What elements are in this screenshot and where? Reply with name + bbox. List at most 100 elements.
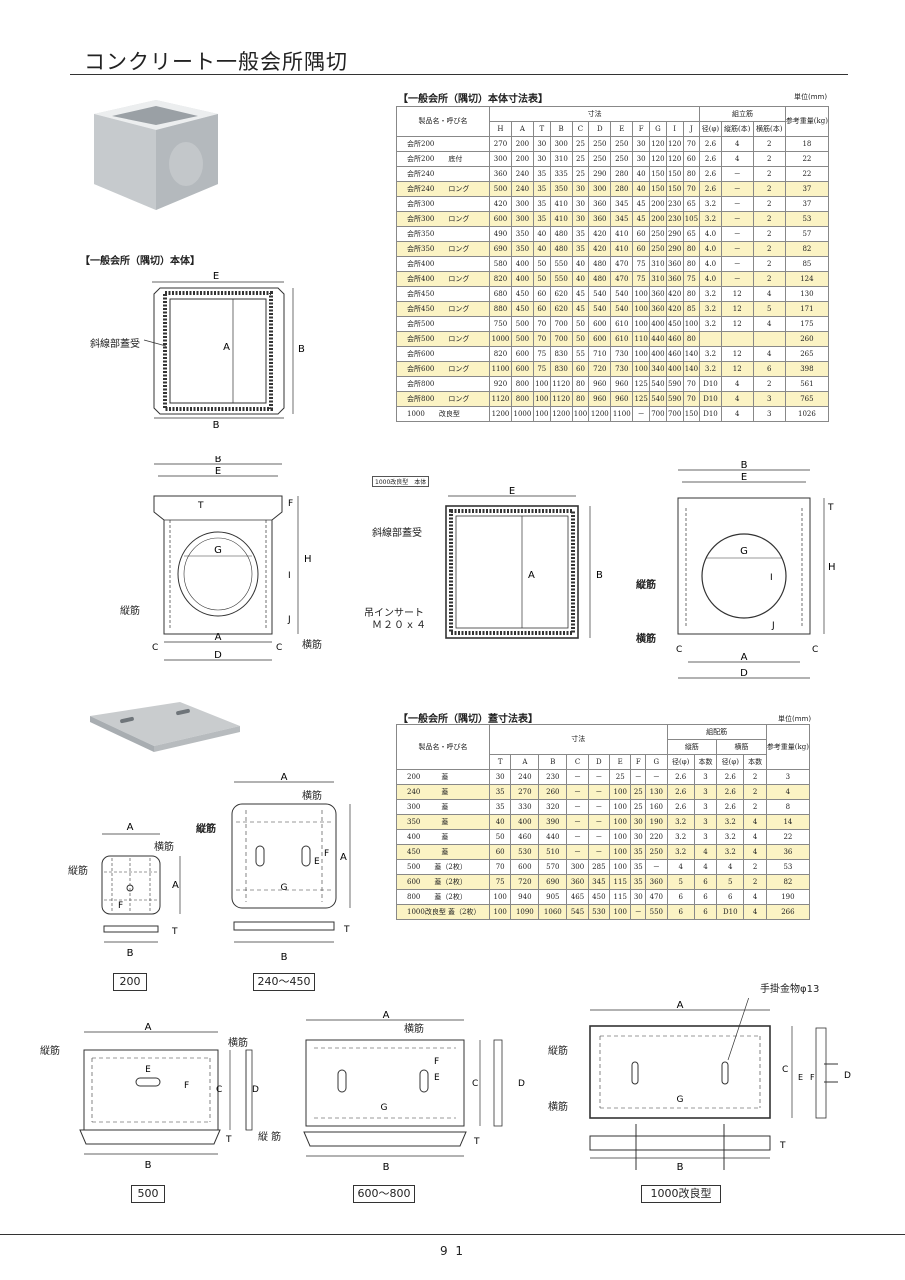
table-cell: 2 [752, 136, 786, 152]
table-cell: 440 [538, 829, 568, 845]
dim-A-improved: A [528, 570, 535, 581]
row-name: 240 蓋 [396, 784, 490, 800]
table-cell: 460 [665, 346, 684, 362]
lid240-dim-B: B [281, 952, 288, 963]
table-cell: 300 [588, 181, 612, 197]
table-cell: 30 [571, 181, 590, 197]
lid1000-dim-D: D [844, 1071, 851, 1081]
lid600-dim-E: E [434, 1073, 440, 1083]
table-cell: 4 [720, 376, 754, 392]
table-cell: 190 [645, 814, 668, 830]
table-cell: 80 [571, 391, 590, 407]
table-cell: 250 [588, 151, 612, 167]
table-cell: 40 [632, 181, 651, 197]
table-cell: 80 [682, 166, 701, 182]
table-cell: 110 [632, 331, 651, 347]
lid500-dim-B: B [145, 1160, 152, 1171]
table-cell: 115 [609, 874, 632, 890]
table-cell: 220 [645, 829, 668, 845]
table-cell: 35 [488, 799, 512, 815]
table-cell: 1200 [489, 406, 512, 422]
table-cell: 400 [510, 271, 534, 287]
col-header-rebar: 組立筋 [699, 106, 786, 122]
table-cell: 50 [488, 829, 512, 845]
table-cell: 35 [488, 784, 512, 800]
row-name: 会所240 ロング [396, 181, 490, 197]
dim-B-top: B [215, 456, 222, 465]
table-cell: － [566, 814, 589, 830]
table-cell: － [645, 859, 668, 875]
table-cell: 1100 [489, 361, 512, 377]
table-cell: 3.2 [666, 814, 695, 830]
row-name: 会所400 ロング [396, 271, 490, 287]
dim-D-bottom: D [214, 650, 222, 661]
table-cell: － [720, 181, 754, 197]
lid1000-dim-T: T [779, 1141, 786, 1151]
table-cell: 4 [765, 784, 811, 800]
body-plan-drawing: E A B B [143, 271, 305, 428]
dim-H-imp: H [828, 562, 836, 573]
table-cell: 530 [510, 844, 540, 860]
table-cell: 1000 [489, 331, 512, 347]
dim-B-imp-elev: B [741, 460, 748, 471]
table-cell: 335 [549, 166, 573, 182]
lid500-dim-T: T [225, 1135, 232, 1145]
table-cell: 40 [532, 226, 551, 242]
table-cell: 230 [665, 196, 684, 212]
table-cell: 55 [571, 346, 590, 362]
title-rule [70, 74, 848, 75]
table-cell: 171 [784, 301, 830, 317]
table-cell: 100 [488, 904, 512, 920]
table-cell: 100 [609, 829, 632, 845]
table-cell: 390 [538, 814, 568, 830]
table-cell: 12 [720, 346, 754, 362]
table-cell: － [630, 769, 647, 785]
table-cell: 550 [549, 271, 573, 287]
table-cell: － [587, 799, 611, 815]
lid-col-header-weight: 参考重量(kg) [765, 724, 811, 770]
lid-500-drawing: A E F C D T B [79, 1022, 259, 1171]
table-cell: 450 [587, 889, 611, 905]
table-cell: 330 [510, 799, 540, 815]
table-cell: 35 [532, 181, 551, 197]
table-cell: 45 [571, 286, 590, 302]
table-cell: 3.2 [699, 301, 722, 317]
table-cell: 260 [538, 784, 568, 800]
table-cell: 4.0 [699, 271, 722, 287]
row-name: 200 蓋 [396, 769, 490, 785]
table-cell: － [566, 799, 589, 815]
lid240-dim-A: A [281, 772, 288, 783]
table-cell [720, 331, 754, 347]
table-cell: 500 [489, 181, 512, 197]
row-name: 1000改良型 蓋（2枚） [396, 904, 490, 920]
improved-type-tag: 1000改良型 本体 [372, 476, 430, 487]
table-cell: 480 [588, 271, 612, 287]
dim-F: F [288, 499, 293, 509]
body-photo [94, 100, 218, 210]
table-cell: 420 [665, 286, 684, 302]
table-cell: 80 [682, 241, 701, 257]
table-cell: 2 [752, 376, 786, 392]
row-name: 会所400 [396, 256, 490, 272]
table-cell: 35 [532, 166, 551, 182]
table-cell: 270 [489, 136, 512, 152]
table-cell: 4.0 [699, 256, 722, 272]
lid-col-header-T: T [488, 754, 512, 770]
table-cell: 6 [716, 889, 745, 905]
row-name: 800 蓋（2枚） [396, 889, 490, 905]
table-cell: 3.2 [699, 196, 722, 212]
table-cell: 5 [666, 874, 695, 890]
table-cell: 590 [665, 376, 684, 392]
table-cell: 60 [682, 151, 701, 167]
table-cell: 6 [693, 889, 718, 905]
lid-col-header-horiz: 横筋 [716, 739, 767, 755]
table-cell: 600 [510, 361, 534, 377]
table-cell: 290 [665, 241, 684, 257]
lid240-dim-F: F [324, 849, 329, 859]
table-cell: 2 [743, 784, 767, 800]
table-cell: 8 [765, 799, 811, 815]
table-cell: 820 [489, 271, 512, 287]
table-cell: 120 [649, 151, 667, 167]
